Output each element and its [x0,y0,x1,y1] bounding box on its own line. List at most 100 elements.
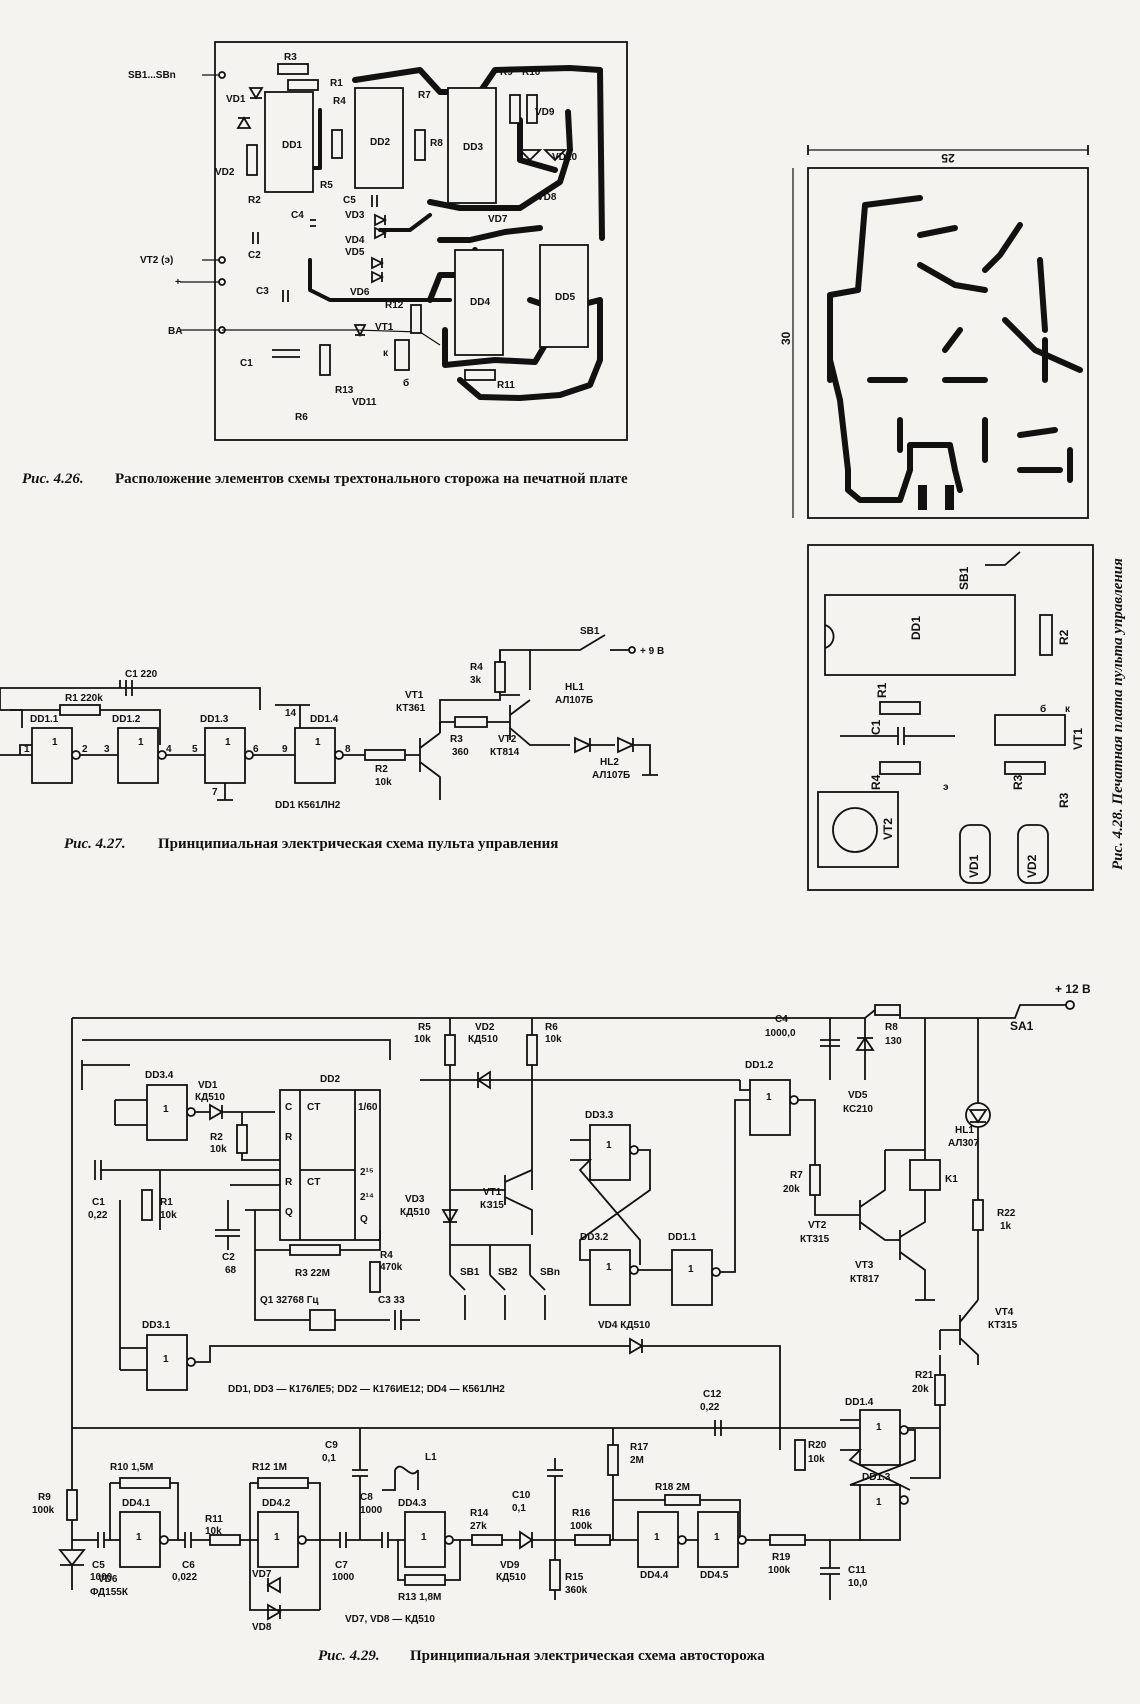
label-vd9-type: КД510 [496,1572,526,1583]
label-vd9: VD9 [535,107,555,118]
gate-dd3-2 [589,1249,631,1306]
trace [942,327,963,353]
resistor-r3 [289,1244,341,1256]
label-r8: R8 [885,1022,898,1033]
resistor-r8 [414,129,426,161]
label-r2-value: 10k [210,1144,227,1155]
caption-4-26-text: Расположение элементов схемы трехтональн… [115,471,628,487]
label-r1-value: 10k [160,1210,177,1221]
ic-notch [824,624,835,649]
crystal-q1 [309,1309,336,1331]
resistor-r6 [526,1034,538,1066]
label-r6: R6 [295,412,308,423]
label-r18: R18 2M [655,1482,690,1493]
label-vd5-type: КС210 [843,1104,873,1115]
ic-dd3 [447,87,497,204]
gate-symbol: 1 [606,1262,612,1273]
capacitor-c1 [272,349,300,358]
wire [968,1018,988,1200]
capacitor-c1 [94,1160,102,1180]
label-r22: R22 [997,1208,1016,1219]
label-r1: R1 [160,1197,173,1208]
label-r3-427-value: 360 [452,747,469,758]
resistor-r1-427 [59,704,101,716]
gate-symbol: 1 [315,737,321,748]
gate-symbol: 1 [766,1092,772,1103]
zener-vd5 [855,1018,875,1080]
label-k-428: к [1065,704,1071,715]
label-c5: C5 [343,195,356,206]
gate-symbol: 1 [876,1422,882,1433]
label-dd1-3: DD1.3 [862,1472,891,1483]
label-vt1-type: КЗ15 [480,1200,504,1211]
label-l1: L1 [425,1452,437,1463]
capacitor-c3 [282,290,289,302]
diode-vd1 [209,1103,275,1121]
label-hl1: HL1 [955,1125,974,1136]
gate-dd4-2 [257,1511,299,1568]
label-q1: Q1 32768 Гц [260,1295,319,1306]
label-q14: 2¹⁴ [360,1192,374,1203]
trace [442,327,548,368]
terminal-plus-12v [1065,1000,1075,1010]
diode-vd5 [371,256,385,270]
capacitor-c9 [352,1428,368,1540]
caption-4-26-number: Рис. 4.26. [22,471,84,487]
label-pin-c: C [285,1102,292,1113]
transistors-vt2-vt3 [814,1150,935,1301]
label-c6: C6 [182,1560,195,1571]
gate-dd1-3 [859,1484,901,1541]
label-sb1: SB1 [460,1267,480,1278]
label-r4-427-value: 3k [470,675,482,686]
diode-vd3 [374,213,388,227]
label-c11: C11 [848,1565,866,1576]
capacitor-c3 [394,1310,420,1330]
resistor-r5 [444,1034,456,1066]
label-vd5: VD5 [848,1090,868,1101]
label-vt1-428: VT1 [1071,728,1085,750]
label-pin-q2: Q [360,1214,368,1225]
trace [1002,317,1083,383]
label-b-428: б [1040,703,1046,715]
label-c1: C1 [240,358,253,369]
caption-4-27-text: Принципиальная электрическая схема пульт… [158,836,558,852]
label-vt3: VT3 [855,1260,874,1271]
gate-symbol: 1 [225,737,231,748]
label-r9: R9 [500,67,513,78]
label-r21: R21 [915,1370,934,1381]
label-r6-value: 10k [545,1034,562,1045]
label-r9-value: 100k [32,1505,55,1516]
label-r3-427: R3 [450,734,463,745]
diode-vd3 [441,1209,459,1224]
label-vd1: VD1 [198,1080,218,1091]
resistor-r2-427 [364,749,406,761]
label-vd3-type: КД510 [400,1207,430,1218]
label-dd1-2: DD1.2 [112,714,141,725]
label-vt2: VT2 [808,1220,827,1231]
label-r20: R20 [808,1440,827,1451]
label-sb1-427: SB1 [580,626,600,637]
label-r15-value: 360k [565,1585,588,1596]
label-vd2-428: VD2 [1025,854,1039,878]
label-dd4-5: DD4.5 [700,1570,729,1581]
wire [275,704,310,728]
label-vt2-427-type: КТ814 [490,747,520,758]
label-r1-428: R1 [875,682,889,698]
terminal-vt2 [218,256,226,264]
trace [1037,257,1048,333]
label-vd1-428: VD1 [967,854,981,878]
label-r3-428: R3 [1011,774,1025,790]
label-c5-value: 1000 [90,1572,113,1583]
label-dd1-type: DD1 К561ЛН2 [275,800,341,811]
trace [827,195,963,503]
gate-symbol: 1 [163,1104,169,1115]
resistor-r12 [257,1477,309,1489]
diode-vd1 [248,87,264,100]
label-c1-427: C1 220 [125,669,158,680]
label-dd4: DD4 [470,297,490,308]
trace [308,258,452,302]
label-r16-value: 100k [570,1521,593,1532]
label-dd4-3: DD4.3 [398,1498,427,1509]
resistor-r5 [331,129,343,159]
label-vd9: VD9 [500,1560,520,1571]
